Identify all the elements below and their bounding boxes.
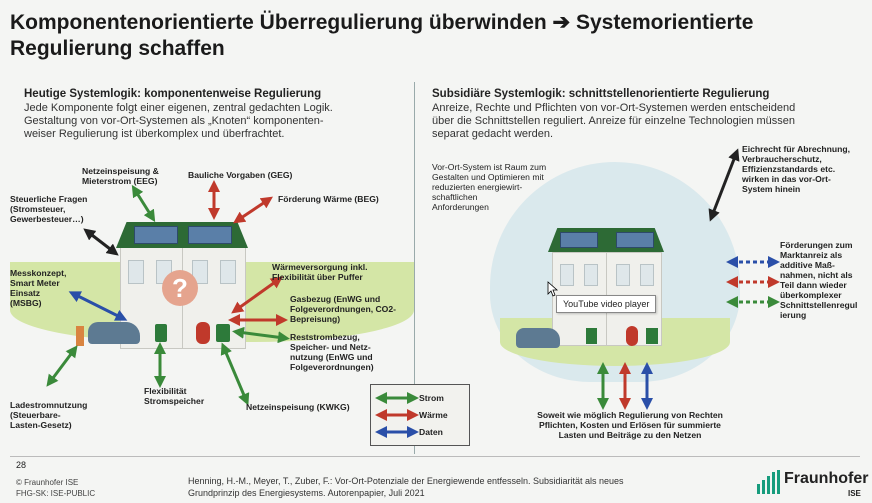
left-panel: Heutige Systemlogik: komponentenweise Re…	[10, 82, 414, 454]
window	[128, 260, 144, 284]
chp-unit-icon	[646, 328, 658, 344]
legend: Strom Wärme Daten	[370, 384, 470, 446]
fraunhofer-logo-icon	[757, 470, 781, 494]
window	[560, 264, 574, 286]
window	[584, 264, 598, 286]
solar-panel-right-2	[616, 232, 654, 248]
label-netzeinspeisung-eeg: Netzeinspeisung & Mieterstrom (EEG)	[82, 166, 159, 186]
label-eichrecht: Eichrecht für Abrechnung, Verbrauchersch…	[742, 144, 851, 194]
fraunhofer-logo-text: Fraunhofer	[784, 470, 869, 487]
left-desc-1: Jede Komponente folgt einer eigenen, zen…	[24, 102, 333, 114]
left-desc-2: Gestaltung von vor-Ort-Systemen als „Kno…	[24, 115, 324, 127]
label-messkonzept: Messkonzept, Smart Meter Einsatz (MSBG)	[10, 268, 67, 308]
left-desc-3: weiser Regulierung ist überkomplex und ü…	[24, 128, 285, 140]
arrow-kwkg	[220, 342, 250, 406]
arrow-steuerliche-fragen	[83, 228, 119, 256]
battery-storage-icon	[586, 328, 597, 344]
legend-strom: Strom	[419, 393, 444, 403]
title-line-2: Regulierung schaffen	[10, 37, 225, 60]
footer-separator	[10, 456, 860, 457]
mouse-cursor-icon	[547, 281, 559, 297]
window	[640, 264, 654, 286]
window	[192, 260, 208, 284]
label-soweit-wie-moeglich: Soweit wie möglich Regulierung von Recht…	[537, 410, 723, 440]
label-netzeinspeisung-kwkg: Netzeinspeisung (KWKG)	[246, 402, 350, 412]
label-bauliche-vorgaben: Bauliche Vorgaben (GEG)	[188, 170, 293, 180]
arrow-netzeinspeisung-eeg	[131, 184, 156, 223]
right-heading: Subsidiäre Systemlogik: schnittstellenor…	[432, 88, 770, 100]
citation-line-2: Grundprinzip des Energiesystems. Autoren…	[188, 488, 425, 498]
legend-arrows	[375, 392, 419, 438]
label-steuerliche-fragen: Steuerliche Fragen (Stromsteuer, Gewerbe…	[10, 194, 88, 224]
arrow-ladestrom	[46, 345, 78, 387]
label-foerderung-waerme: Förderung Wärme (BEG)	[278, 194, 379, 204]
electric-car-icon	[88, 322, 140, 344]
right-panel: Subsidiäre Systemlogik: schnittstellenor…	[420, 82, 860, 454]
label-ladestromnutzung: Ladestromnutzung (Steuerbare- Lasten-Ges…	[10, 400, 88, 430]
chp-unit-icon	[216, 324, 230, 342]
question-icon: ?	[162, 270, 198, 306]
electric-car-icon	[516, 328, 560, 348]
label-gasbezug: Gasbezug (EnWG und Folgeverordnungen, CO…	[290, 294, 396, 324]
arrow-eichrecht	[708, 148, 740, 222]
right-desc-2: über die Schnittstellen reguliert. Anrei…	[432, 115, 796, 127]
arrow-messkonzept	[68, 291, 128, 321]
battery-storage-icon	[155, 324, 167, 342]
copyright: © Fraunhofer ISE	[16, 478, 79, 487]
label-waermeversorgung: Wärmeversorgung inkl. Flexibilität über …	[272, 262, 368, 282]
arrow-waermeversorgung	[231, 276, 283, 314]
panel-divider	[414, 82, 415, 454]
right-arrows	[597, 148, 780, 410]
title-line-1: Komponentenorientierte Überregulierung ü…	[10, 11, 754, 34]
citation-line-1: Henning, H.-M., Meyer, T., Zuber, F.: Vo…	[188, 476, 624, 486]
arrow-reststrombezug	[232, 326, 290, 344]
label-flexibilitaet-stromspeicher: Flexibilität Stromspeicher	[144, 386, 205, 406]
label-reststrombezug: Reststrombezug, Speicher- und Netz- nutz…	[290, 332, 374, 372]
page-number: 28	[16, 460, 27, 470]
heat-pump-icon	[626, 326, 638, 346]
solar-panel-left-2	[188, 226, 232, 244]
youtube-player-tooltip: YouTube video player	[556, 295, 657, 313]
left-heading: Heutige Systemlogik: komponentenweise Re…	[24, 88, 322, 100]
legend-waerme: Wärme	[419, 410, 448, 420]
charging-station-icon	[76, 326, 84, 346]
left-arrows	[46, 180, 290, 406]
window	[616, 264, 630, 286]
classification: FHG-SK: ISE-PUBLIC	[16, 489, 96, 498]
label-foerderungen: Förderungen zum Marktanreiz als additive…	[780, 240, 858, 320]
fraunhofer-logo-sub: ISE	[848, 489, 861, 498]
slide-title: Komponentenorientierte Überregulierung ü…	[10, 10, 860, 62]
arrow-foerderung-waerme	[233, 196, 273, 224]
solar-panel-left-1	[134, 226, 178, 244]
legend-daten: Daten	[419, 427, 443, 437]
right-desc-1: Anreize, Rechte und Pflichten von vor-Or…	[432, 102, 796, 114]
label-raum-gestalten: Vor-Ort-System ist Raum zum Gestalten un…	[432, 162, 547, 212]
heat-pump-icon	[196, 322, 210, 344]
right-desc-3: separat gedacht werden.	[432, 128, 554, 140]
solar-panel-right-1	[560, 232, 598, 248]
